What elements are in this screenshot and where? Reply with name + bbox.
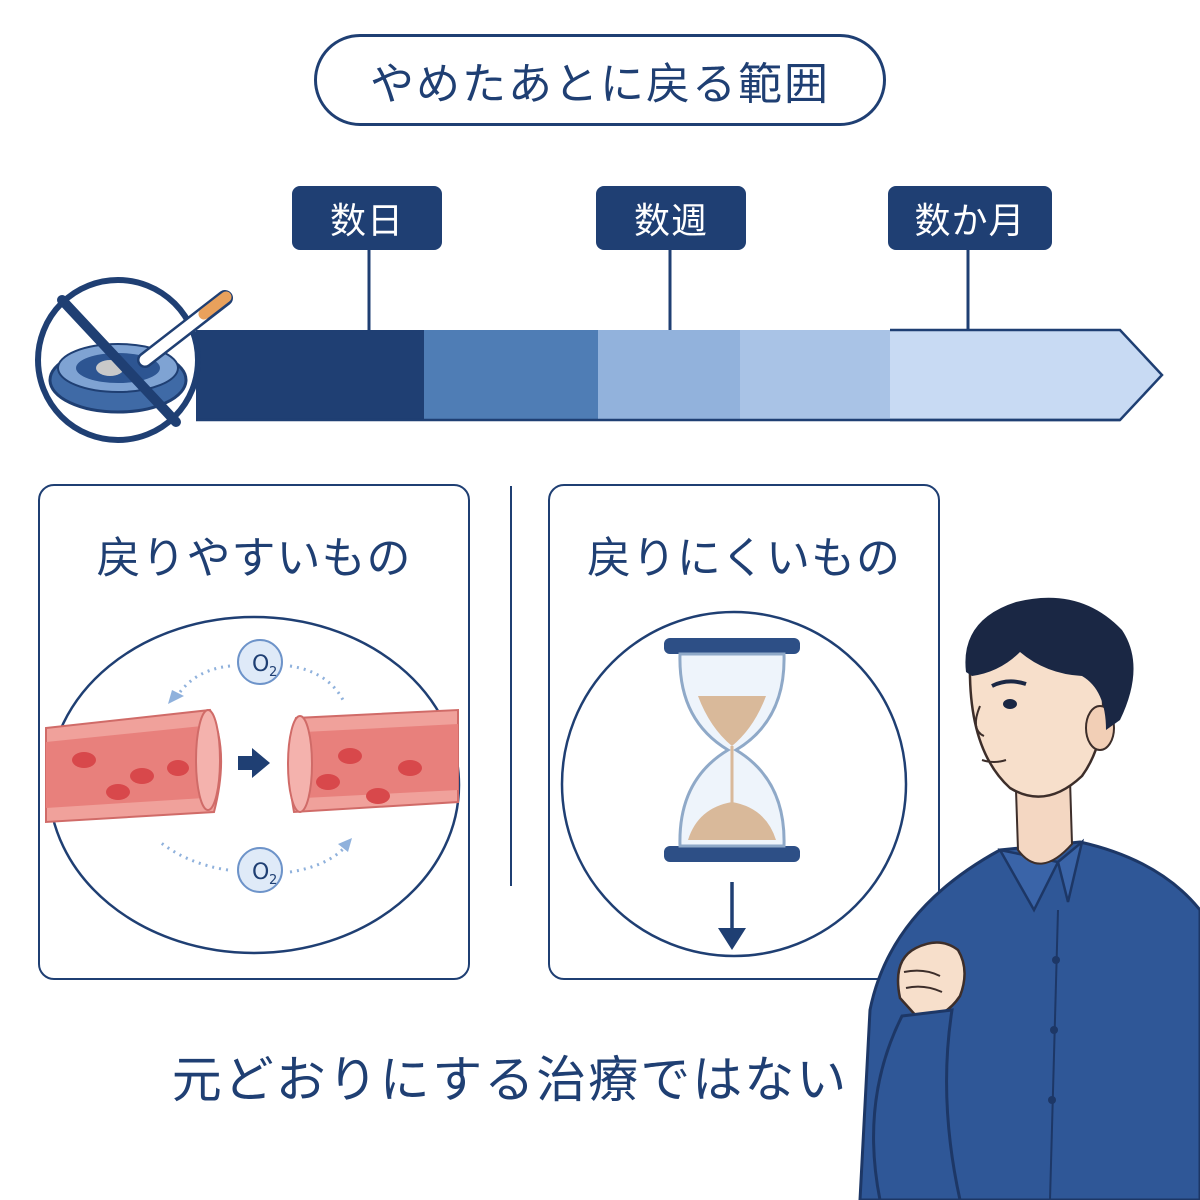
timeline-marker-days: 数日 bbox=[292, 186, 442, 250]
svg-text:2: 2 bbox=[269, 665, 277, 680]
timeline-segment-5 bbox=[890, 330, 1162, 420]
svg-text:O: O bbox=[252, 860, 269, 885]
panel-hard-recovery-title: 戻りにくいもの bbox=[586, 533, 902, 584]
oxygen-icon: O 2 bbox=[237, 847, 283, 893]
timeline-segment-4 bbox=[740, 330, 890, 420]
timeline-segment-2 bbox=[424, 330, 598, 420]
person-illustration bbox=[858, 597, 1200, 1200]
arrow-down-icon bbox=[718, 882, 746, 950]
bottom-caption: 元どおりにする治療ではない bbox=[171, 1051, 849, 1109]
oxygen-icon: O 2 bbox=[237, 639, 283, 685]
timeline-marker-weeks: 数週 bbox=[596, 186, 746, 250]
hourglass-icon bbox=[560, 610, 908, 958]
svg-text:O: O bbox=[252, 652, 269, 677]
timeline bbox=[35, 250, 1164, 443]
blood-vessel-icon: O 2 O 2 bbox=[45, 615, 461, 955]
timeline-segment-3 bbox=[598, 330, 740, 420]
svg-text:2: 2 bbox=[269, 873, 277, 888]
panel-divider bbox=[510, 486, 512, 886]
cigarette-icon bbox=[137, 290, 233, 368]
arrow-right-icon bbox=[238, 748, 270, 778]
timeline-segment-1 bbox=[196, 330, 424, 420]
page-title: やめたあとに戻る範囲 bbox=[314, 34, 886, 126]
panel-easy-recovery-title: 戻りやすいもの bbox=[96, 533, 412, 584]
timeline-marker-months: 数か月 bbox=[888, 186, 1052, 250]
no-smoking-icon bbox=[35, 277, 233, 443]
